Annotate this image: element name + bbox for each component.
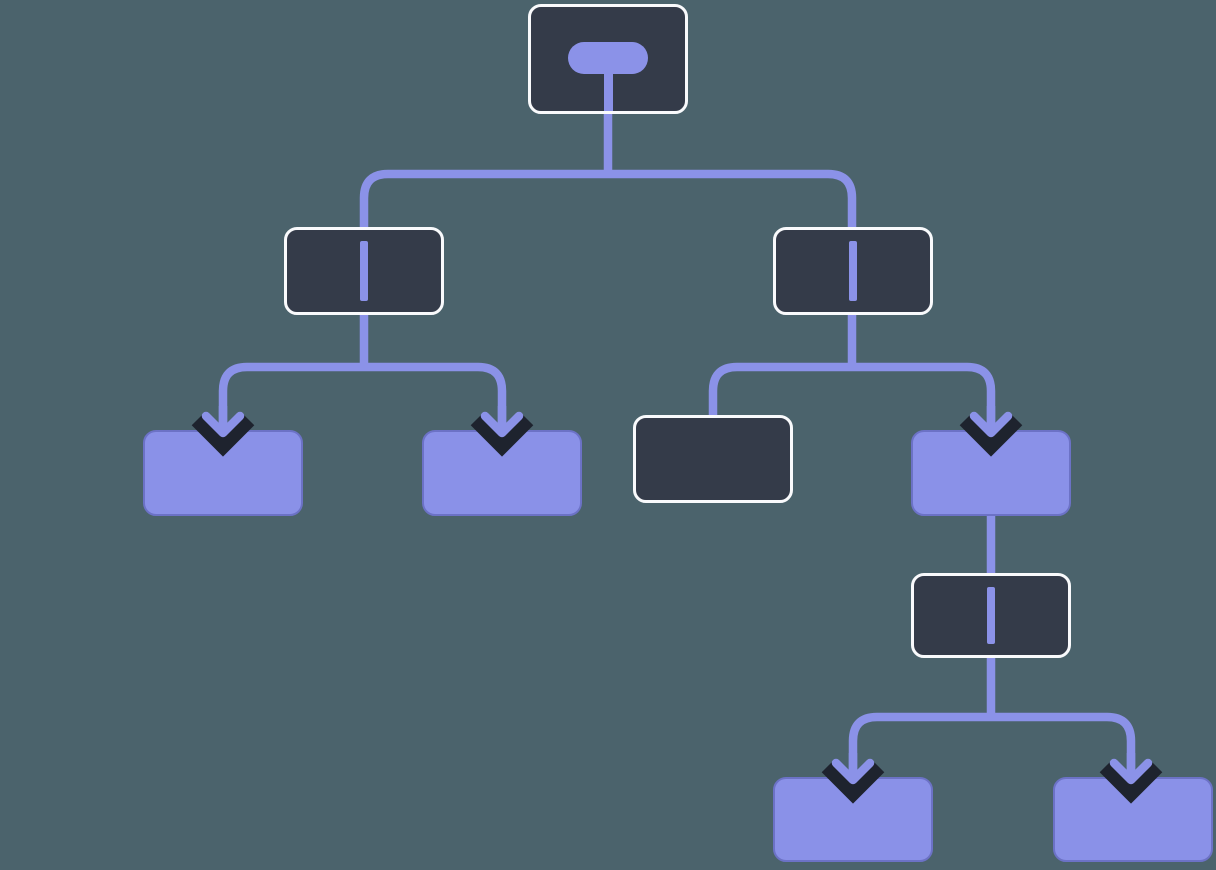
chevron-down-icon bbox=[470, 406, 534, 457]
pill-stem-icon bbox=[534, 7, 682, 111]
chevron-down-icon bbox=[959, 406, 1023, 457]
chevron-down-icon bbox=[1099, 753, 1163, 804]
dark-leaf-node[interactable] bbox=[633, 415, 793, 503]
chevron-down-icon bbox=[821, 753, 885, 804]
vertical-bar-icon bbox=[360, 241, 368, 301]
branch-node-right[interactable] bbox=[773, 227, 933, 315]
edge-bottom-branch bbox=[848, 712, 1136, 779]
root-node[interactable] bbox=[528, 4, 688, 114]
edge-left-branch bbox=[218, 362, 507, 432]
pill-stem bbox=[603, 74, 613, 111]
edge-level1-bridge bbox=[359, 169, 857, 371]
pill-shape bbox=[568, 42, 648, 74]
chevron-down-icon bbox=[191, 406, 255, 457]
branch-node-left[interactable] bbox=[284, 227, 444, 315]
vertical-bar-icon bbox=[987, 587, 995, 644]
branch-node-bottom[interactable] bbox=[911, 573, 1071, 658]
edge-right-branch bbox=[708, 362, 996, 432]
vertical-bar-icon bbox=[849, 241, 857, 301]
